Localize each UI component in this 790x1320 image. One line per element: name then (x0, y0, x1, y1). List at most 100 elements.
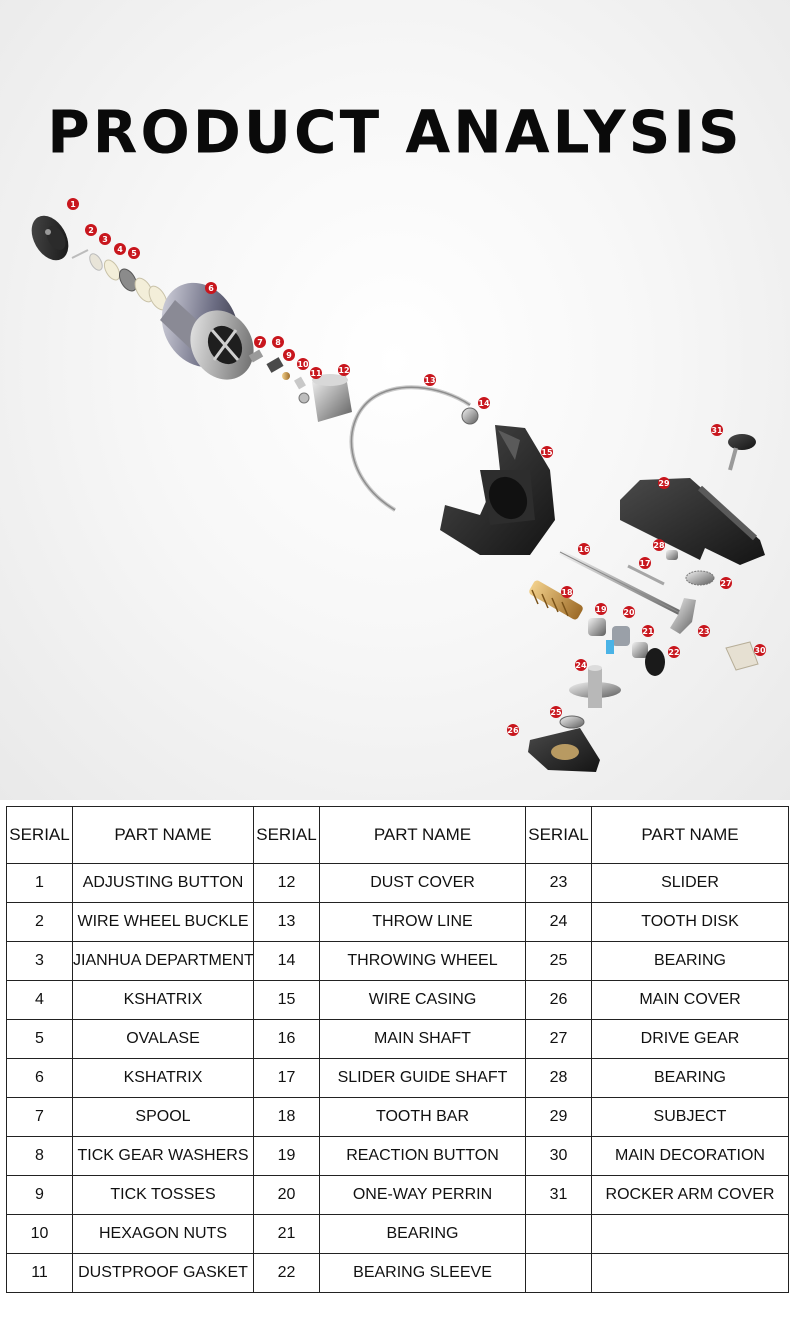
part-wire-casing (440, 425, 555, 555)
part-name-cell (591, 1253, 789, 1293)
part-name-cell: HEXAGON NUTS (72, 1214, 254, 1254)
svg-text:25: 25 (550, 708, 562, 717)
part-name-cell (591, 1214, 789, 1254)
part-name-cell: DUSTPROOF GASKET (72, 1253, 254, 1293)
svg-text:15: 15 (541, 448, 553, 457)
part-slider (670, 598, 696, 634)
serial-cell: 4 (6, 980, 73, 1020)
svg-text:14: 14 (478, 399, 490, 408)
svg-text:23: 23 (698, 627, 709, 636)
part-drive-gear (685, 570, 715, 586)
serial-cell (525, 1253, 592, 1293)
serial-cell: 13 (253, 902, 320, 942)
serial-cell: 14 (253, 941, 320, 981)
serial-cell: 20 (253, 1175, 320, 1215)
svg-text:16: 16 (578, 545, 590, 554)
svg-text:3: 3 (102, 235, 108, 244)
svg-text:26: 26 (507, 726, 519, 735)
part-drag-components (248, 349, 310, 404)
callout-20: 20 (623, 606, 635, 618)
part-main-decoration (725, 641, 759, 671)
part-bearing-28 (666, 550, 678, 560)
callout-31: 31 (711, 424, 723, 436)
callout-25: 25 (550, 706, 562, 718)
column-header-part-name: PART NAME (319, 806, 526, 864)
callout-2: 2 (85, 224, 97, 236)
part-name-cell: TOOTH DISK (591, 902, 789, 942)
callout-26: 26 (507, 724, 519, 736)
part-tooth-bar (529, 580, 583, 620)
parts-table: SERIAL PART NAME SERIAL PART NAME SERIAL… (6, 806, 789, 1293)
part-adjusting-button (31, 215, 69, 261)
part-name-cell: SLIDER GUIDE SHAFT (319, 1058, 526, 1098)
serial-cell: 28 (525, 1058, 592, 1098)
callout-3: 3 (99, 233, 111, 245)
svg-text:28: 28 (653, 541, 665, 550)
svg-text:4: 4 (117, 245, 123, 254)
part-throw-line (349, 385, 472, 512)
callout-8: 8 (272, 336, 284, 348)
part-name-cell: BEARING (591, 1058, 789, 1098)
svg-text:9: 9 (286, 351, 292, 360)
callout-4: 4 (114, 243, 126, 255)
callout-1: 1 (67, 198, 79, 210)
serial-cell: 29 (525, 1097, 592, 1137)
part-name-cell: TICK TOSSES (72, 1175, 254, 1215)
serial-cell: 3 (6, 941, 73, 981)
svg-text:10: 10 (297, 360, 309, 369)
callout-23: 23 (698, 625, 710, 637)
serial-cell: 8 (6, 1136, 73, 1176)
callout-9: 9 (283, 349, 295, 361)
serial-cell: 17 (253, 1058, 320, 1098)
svg-text:19: 19 (595, 605, 607, 614)
callout-6: 6 (205, 282, 217, 294)
part-name-cell: BEARING (319, 1214, 526, 1254)
part-name-cell: TOOTH BAR (319, 1097, 526, 1137)
column-header-serial: SERIAL (6, 806, 73, 864)
svg-text:30: 30 (754, 646, 766, 655)
serial-cell: 31 (525, 1175, 592, 1215)
reel-parts-illustration: 1 2 3 4 5 6 7 8 9 10 11 12 13 14 15 16 1… (31, 198, 766, 772)
svg-text:5: 5 (131, 249, 137, 258)
callout-13: 13 (424, 374, 436, 386)
callout-27: 27 (720, 577, 732, 589)
callout-28: 28 (653, 539, 665, 551)
svg-text:24: 24 (575, 661, 587, 670)
callout-18: 18 (561, 586, 573, 598)
serial-cell: 7 (6, 1097, 73, 1137)
serial-cell: 6 (6, 1058, 73, 1098)
callout-29: 29 (658, 477, 670, 489)
callout-14: 14 (478, 397, 490, 409)
serial-cell: 16 (253, 1019, 320, 1059)
serial-cell: 30 (525, 1136, 592, 1176)
svg-text:20: 20 (623, 608, 635, 617)
serial-cell: 12 (253, 863, 320, 903)
serial-cell: 22 (253, 1253, 320, 1293)
callout-5: 5 (128, 247, 140, 259)
part-name-cell: ROCKER ARM COVER (591, 1175, 789, 1215)
serial-cell: 25 (525, 941, 592, 981)
part-body-subject (620, 478, 765, 565)
part-bearing-25 (559, 715, 585, 729)
serial-cell: 23 (525, 863, 592, 903)
part-name-cell: MAIN DECORATION (591, 1136, 789, 1176)
part-washers (71, 249, 168, 311)
serial-cell: 1 (6, 863, 73, 903)
callout-19: 19 (595, 603, 607, 615)
svg-text:31: 31 (711, 426, 723, 435)
serial-cell: 19 (253, 1136, 320, 1176)
part-name-cell: ONE-WAY PERRIN (319, 1175, 526, 1215)
part-name-cell: THROW LINE (319, 902, 526, 942)
column-header-part-name: PART NAME (72, 806, 254, 864)
callout-17: 17 (639, 557, 651, 569)
part-name-cell: DRIVE GEAR (591, 1019, 789, 1059)
